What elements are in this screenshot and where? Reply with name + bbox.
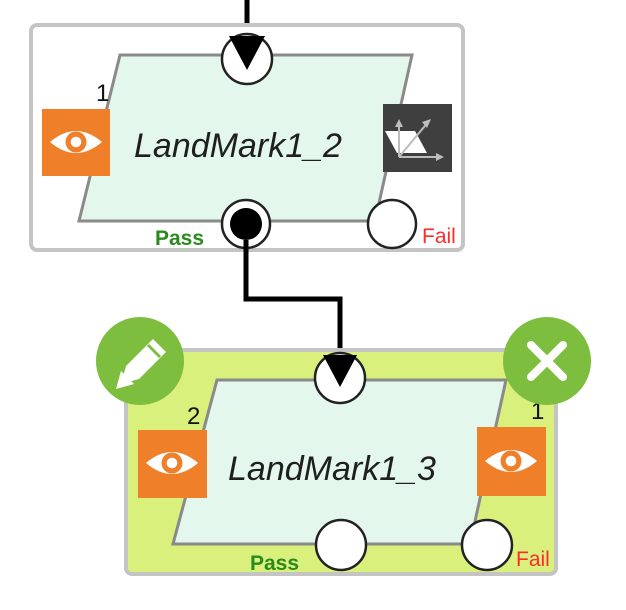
fail-label: Fail: [516, 548, 550, 571]
node-landmark1-2[interactable]: 1 LandMark1_2 Pass Fail: [29, 23, 465, 252]
pencil-tip: [116, 371, 134, 389]
fail-port[interactable]: [460, 518, 514, 572]
landmark-tool-icon[interactable]: [383, 104, 452, 172]
close-stroke-b: [527, 341, 567, 381]
node-title: LandMark1_2: [134, 127, 342, 165]
eye-icon-pupil: [166, 457, 178, 469]
right-index: 1: [531, 398, 544, 425]
eye-icon-pupil: [505, 455, 517, 467]
pass-label: Pass: [155, 227, 204, 250]
tool-icon-axis-diagonal: [398, 120, 430, 158]
left-index: 2: [187, 403, 200, 430]
arrowhead-icon: [323, 355, 357, 387]
left-index: 1: [96, 80, 109, 107]
pass-connector: [243, 240, 343, 350]
fail-label: Fail: [422, 225, 456, 248]
tool-icon-arrow-up: [395, 119, 403, 127]
node-title: LandMark1_3: [228, 450, 436, 488]
tool-icon-arrow-right: [436, 153, 444, 161]
tool-icon-arrow-diagonal: [422, 119, 431, 128]
eye-icon[interactable]: [42, 109, 110, 176]
pass-port[interactable]: [314, 518, 368, 572]
pencil-band: [146, 343, 162, 359]
eye-icon[interactable]: [477, 427, 546, 496]
node-landmark1-3[interactable]: 2 1 LandMark1_3 Pass Fail: [96, 317, 591, 576]
eye-icon[interactable]: [138, 430, 207, 498]
pass-port-dot: [230, 208, 262, 240]
pass-label: Pass: [250, 552, 299, 575]
pencil-icon[interactable]: [96, 317, 184, 405]
fail-port[interactable]: [366, 198, 418, 250]
close-icon[interactable]: [503, 317, 591, 405]
arrowhead-icon: [229, 36, 265, 70]
eye-icon-pupil: [70, 136, 82, 148]
